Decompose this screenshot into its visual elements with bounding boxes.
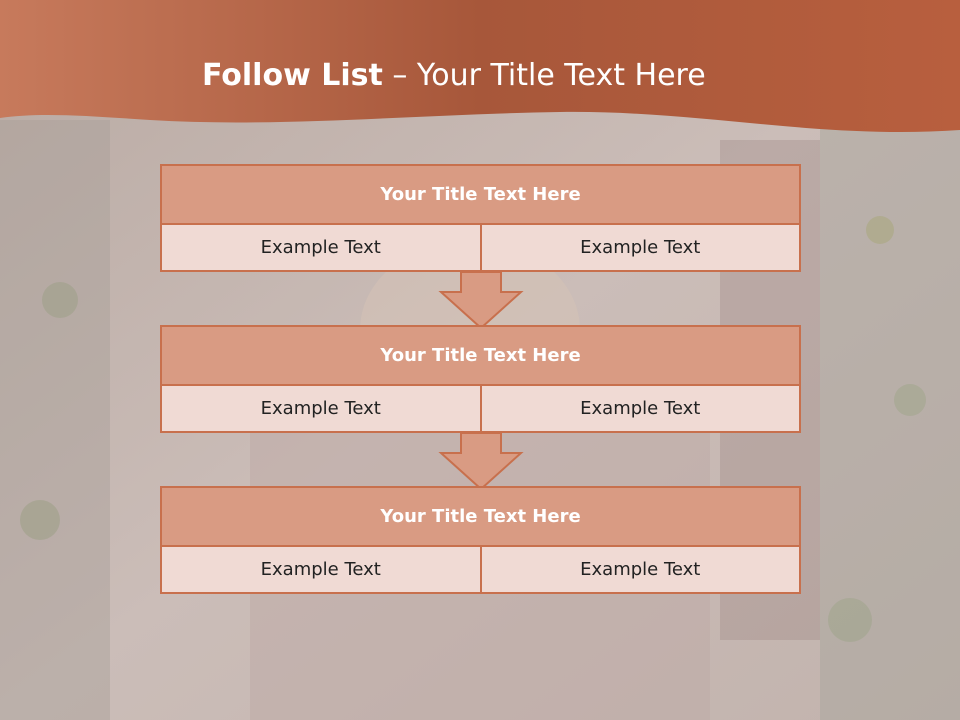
step-block-1: Your Title Text Here Example Text Exampl… — [160, 164, 801, 272]
slide-title: Follow List – Your Title Text Here — [202, 54, 706, 98]
step-row-1: Example Text Example Text — [162, 225, 799, 270]
step-1-right-cell: Example Text — [580, 237, 701, 258]
step-3-right-cell: Example Text — [580, 559, 701, 580]
step-row-2: Example Text Example Text — [162, 386, 799, 431]
step-1-left-cell: Example Text — [162, 225, 482, 270]
step-2-left-cell: Example Text — [162, 386, 482, 431]
down-arrow-icon — [438, 432, 524, 491]
step-block-3: Your Title Text Here Example Text Exampl… — [160, 486, 801, 594]
step-3-left-cell: Example Text — [162, 547, 482, 592]
step-block-2: Your Title Text Here Example Text Exampl… — [160, 325, 801, 433]
slide-title-rest: – Your Title Text Here — [382, 58, 706, 93]
step-row-3: Example Text Example Text — [162, 547, 799, 592]
step-title-1: Your Title Text Here — [162, 166, 799, 225]
step-title-2: Your Title Text Here — [162, 327, 799, 386]
step-title-3: Your Title Text Here — [162, 488, 799, 547]
slide-title-bold: Follow List — [202, 58, 383, 93]
down-arrow-icon — [438, 271, 524, 330]
step-2-right-cell: Example Text — [580, 398, 701, 419]
